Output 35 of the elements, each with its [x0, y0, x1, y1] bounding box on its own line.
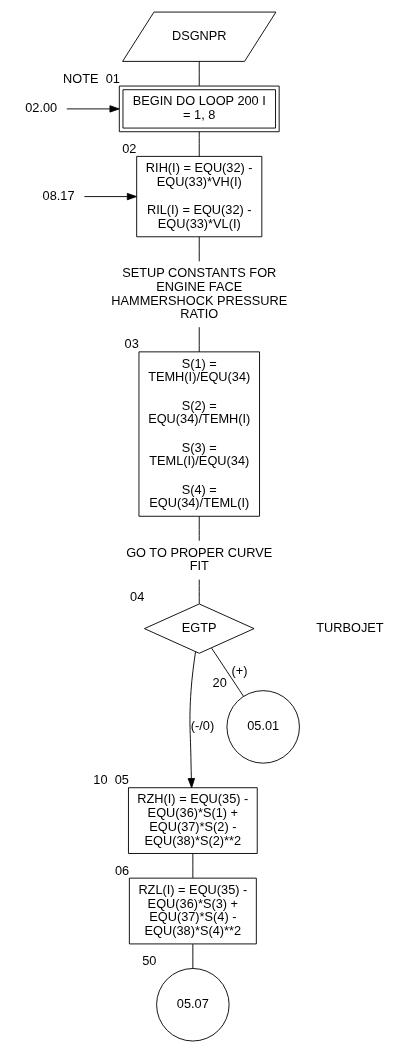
node-diamond: EGTP	[143, 603, 254, 654]
node-label: 20	[212, 675, 227, 691]
node-box: RZL(I) = EQU(35) - EQU(36)*S(3) + EQU(37)*S(4) - EQU(38)*S(4)**2	[128, 877, 257, 945]
arrow	[65, 105, 120, 113]
connector	[198, 516, 200, 542]
edge-label: (-/0)	[190, 718, 214, 734]
connector	[210, 647, 244, 697]
arrow	[187, 651, 196, 789]
node-text: 08.17	[42, 187, 75, 203]
node-circle: 05.07	[155, 968, 230, 1042]
connector	[191, 853, 193, 879]
node-box: RIH(I) = EQU(32) - EQU(33)*VH(I) RIL(I) = EQU(32) - EQU(33)*VL(I)	[135, 155, 262, 238]
node-text: GO TO PROPER CURVE FIT	[125, 544, 272, 574]
node-label: 04	[129, 588, 144, 604]
node-text: SETUP CONSTANTS FOR ENGINE FACE HAMMERSHOCK PRESSURE RATIO	[110, 265, 287, 322]
node-label: NOTE 01	[62, 70, 120, 86]
node-circle: 05.01	[225, 690, 300, 764]
node-label: 02	[121, 140, 136, 156]
connector	[198, 236, 200, 262]
connector	[198, 61, 200, 87]
node-label: 10 05	[92, 772, 129, 788]
edge-label: (+)	[230, 663, 247, 679]
node-label: 50	[141, 953, 156, 969]
connector	[191, 943, 193, 969]
node-box: BEGIN DO LOOP 200 I = 1, 8	[118, 85, 280, 133]
node-box: S(1) = TEMH(I)/EQU(34) S(2) = EQU(34)/TEMH(I) S(3) = TEML(I)/EQU(34) S(4) = EQU(34)/TEML(I)	[138, 351, 260, 517]
node-text: 02.00	[24, 100, 57, 116]
node-label: 06	[114, 862, 129, 878]
label: TURBOJET	[315, 620, 384, 635]
arrow	[83, 192, 137, 201]
connector	[198, 579, 200, 605]
node-box: RZH(I) = EQU(35) - EQU(36)*S(1) + EQU(37)*S(2) - EQU(38)*S(2)**2	[127, 787, 258, 854]
connector	[198, 326, 200, 353]
node-label: 03	[124, 336, 139, 352]
connector	[198, 131, 200, 157]
